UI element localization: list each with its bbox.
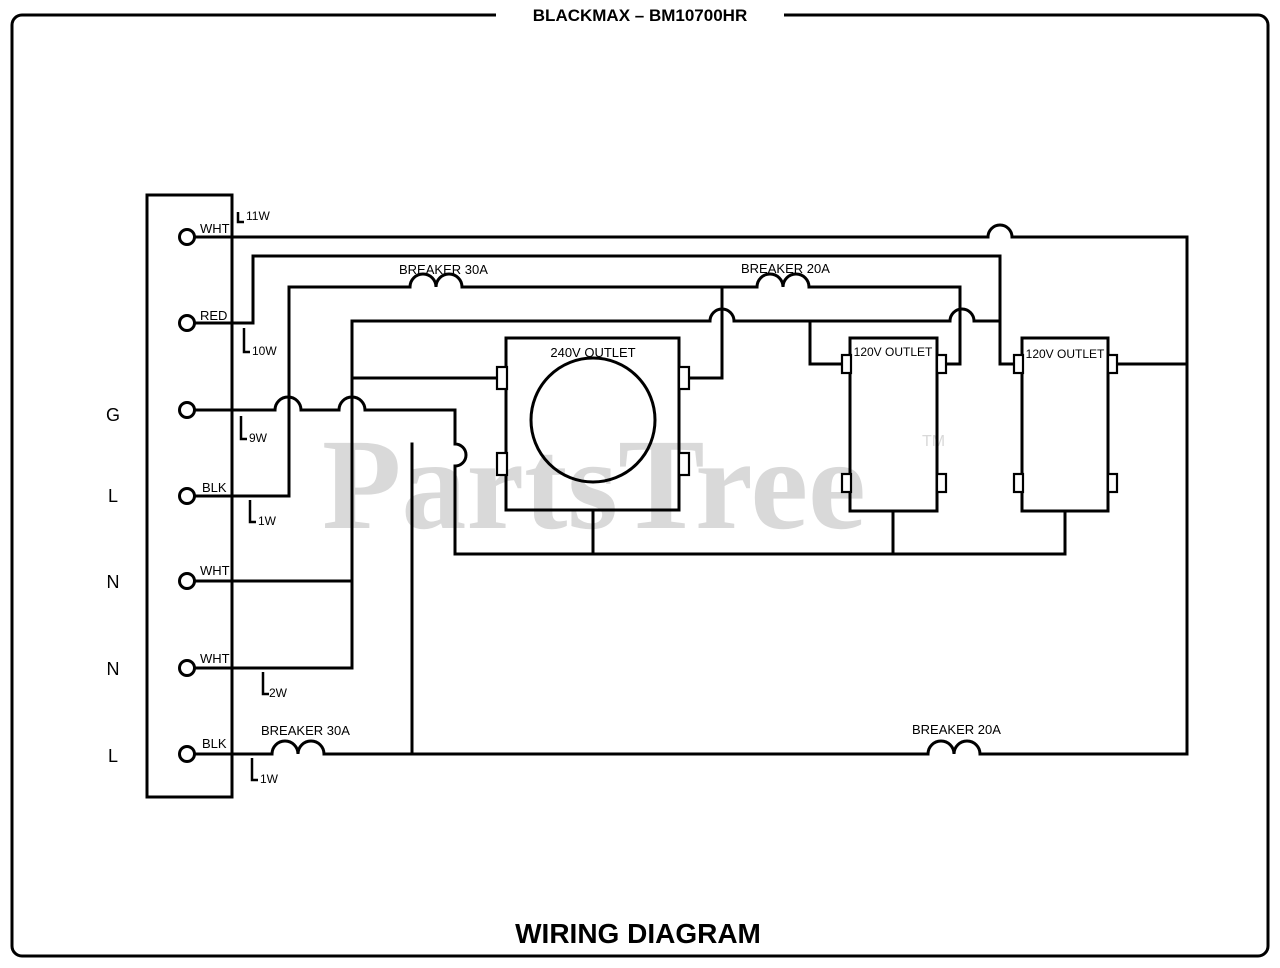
outlet-120v-b-tab-lb bbox=[1012, 472, 1025, 494]
tag-bracket-1w-a bbox=[248, 500, 256, 524]
wire-tag-9w: 9W bbox=[249, 431, 268, 445]
outlet-120v-a-label: 120V OUTLET bbox=[854, 345, 933, 359]
wire-tag-1w-b: 1W bbox=[260, 772, 279, 786]
wire-tag-1w-a: 1W bbox=[258, 514, 277, 528]
wire-11w bbox=[193, 223, 1189, 366]
wire-label-blk-2: BLK bbox=[202, 736, 227, 751]
outlet-240v-tab-lt bbox=[495, 365, 509, 391]
wire-240v-l1 bbox=[687, 285, 724, 380]
outlet-120v-a-tab-lt bbox=[840, 353, 853, 375]
outlet-120v-b-tab-rt bbox=[1106, 353, 1119, 375]
wire-neutral-120a-left bbox=[808, 319, 844, 366]
diagram-title: BLACKMAX – BM10700HR bbox=[533, 6, 747, 25]
side-label-l2: L bbox=[108, 746, 118, 766]
terminal-6 bbox=[178, 659, 196, 677]
wire-label-blk-1: BLK bbox=[202, 480, 227, 495]
wire-10w bbox=[193, 254, 1019, 366]
tag-bracket-1w-b bbox=[250, 758, 258, 782]
outlet-240v-label: 240V OUTLET bbox=[550, 345, 635, 360]
tag-bracket-11w bbox=[236, 212, 244, 224]
breaker-20a-top-label: BREAKER 20A bbox=[741, 261, 830, 276]
wire-label-wht-1: WHT bbox=[200, 221, 230, 236]
tag-bracket-2w bbox=[261, 672, 269, 696]
outlet-240v-tab-rb bbox=[677, 451, 691, 477]
terminal-5 bbox=[178, 572, 196, 590]
terminal-3 bbox=[178, 401, 196, 419]
terminal-1 bbox=[178, 228, 196, 246]
wire-tag-11w: 11W bbox=[246, 209, 270, 223]
side-label-g: G bbox=[106, 405, 120, 425]
diagram-footer: WIRING DIAGRAM bbox=[515, 918, 761, 949]
wire-tag-2w: 2W bbox=[269, 686, 288, 700]
outlet-240v: 240V OUTLET bbox=[495, 336, 691, 512]
wire-tag-10w: 10W bbox=[252, 344, 277, 358]
outlet-120v-b-tab-rb bbox=[1106, 472, 1119, 494]
terminal-4 bbox=[178, 487, 196, 505]
wire-1w-lower bbox=[193, 362, 1189, 756]
outlet-120v-a-tab-rt bbox=[935, 353, 948, 375]
tag-bracket-9w bbox=[239, 416, 247, 441]
wire-2w-neutral bbox=[193, 307, 1002, 670]
wire-1w-upper bbox=[193, 272, 962, 498]
wire-label-wht-3: WHT bbox=[200, 651, 230, 666]
wire-label-wht-2: WHT bbox=[200, 563, 230, 578]
side-label-n1: N bbox=[107, 572, 120, 592]
outlet-120v-a-tab-lb bbox=[840, 472, 853, 494]
watermark-tm: TM bbox=[922, 433, 945, 450]
breaker-20a-bottom-label: BREAKER 20A bbox=[912, 722, 1001, 737]
outlet-120v-b-label: 120V OUTLET bbox=[1026, 347, 1105, 361]
wire-label-red: RED bbox=[200, 308, 227, 323]
side-label-l1: L bbox=[108, 486, 118, 506]
outlet-240v-tab-lb bbox=[495, 451, 509, 477]
wire-9w-ground bbox=[193, 395, 1067, 556]
outlet-240v-receptacle bbox=[529, 356, 657, 484]
terminal-2 bbox=[178, 314, 196, 332]
outlet-120v-b-tab-lt bbox=[1012, 353, 1025, 375]
tag-bracket-10w bbox=[242, 328, 250, 354]
wires bbox=[193, 223, 1189, 756]
breaker-30a-bottom-label: BREAKER 30A bbox=[261, 723, 350, 738]
outlet-120v-a-tab-rb bbox=[935, 472, 948, 494]
outlet-120v-a: 120V OUTLET bbox=[840, 336, 948, 513]
terminal-circles bbox=[178, 228, 196, 763]
outlet-120v-b: 120V OUTLET bbox=[1012, 336, 1119, 513]
side-label-n2: N bbox=[107, 659, 120, 679]
breaker-30a-top-label: BREAKER 30A bbox=[399, 262, 488, 277]
outlet-240v-tab-rt bbox=[677, 365, 691, 391]
terminal-7 bbox=[178, 745, 196, 763]
